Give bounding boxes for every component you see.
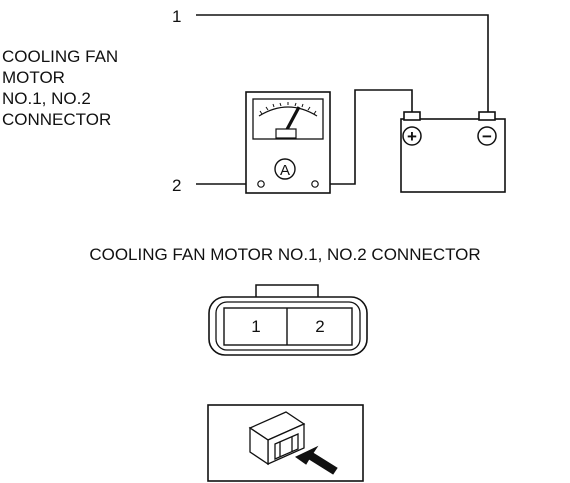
wiring-side-label: COOLING FAN MOTOR NO.1, NO.2 CONNECTOR: [2, 46, 118, 130]
connector-pin-1: 1: [251, 317, 260, 336]
terminal-1-label: 1: [172, 7, 181, 26]
connector-heading: COOLING FAN MOTOR NO.1, NO.2 CONNECTOR: [89, 245, 481, 264]
ammeter-icon: [245, 91, 331, 194]
connector-face: [208, 284, 368, 356]
arrow-icon: [295, 445, 338, 475]
battery-plus-label: +: [407, 127, 417, 146]
connector-pin-2: 2: [315, 317, 324, 336]
battery-icon: [400, 111, 506, 193]
ammeter-symbol: A: [280, 162, 290, 179]
wire-terminal-1-to-battery-minus: [196, 14, 489, 112]
connector-view-icon: [207, 404, 364, 482]
battery-minus-label: −: [482, 127, 492, 146]
side-label-line-2: MOTOR: [2, 68, 65, 87]
side-label-line-4: CONNECTOR: [2, 110, 112, 129]
wire-ammeter-to-battery-plus: [317, 89, 413, 185]
terminal-2-label: 2: [172, 176, 181, 195]
side-label-line-1: COOLING FAN: [2, 47, 119, 66]
side-label-line-3: NO.1, NO.2: [2, 89, 91, 108]
